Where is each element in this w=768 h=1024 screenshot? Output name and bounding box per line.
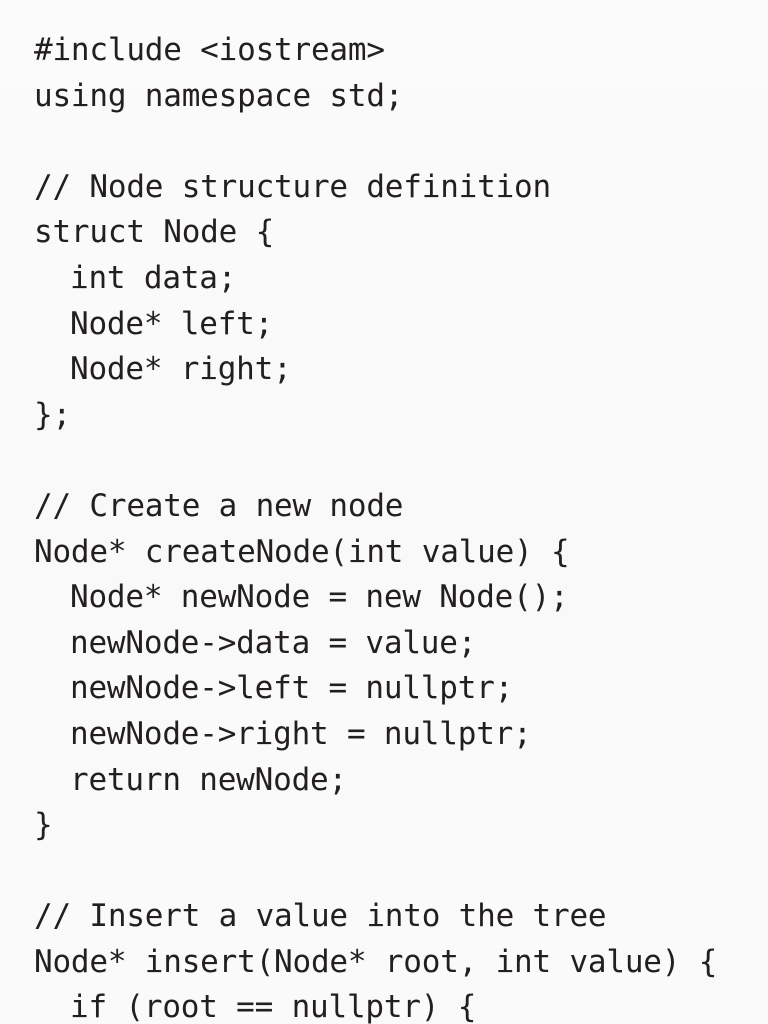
code-line: using namespace std;	[34, 77, 404, 114]
code-line: Node* insert(Node* root, int value) {	[34, 943, 718, 980]
code-block: #include <iostream> using namespace std; /…	[0, 28, 768, 1024]
code-line: newNode->data = value;	[70, 624, 477, 661]
code-line: int data;	[70, 259, 237, 296]
code-line: // Node structure definition	[34, 168, 551, 205]
code-line: Node* right;	[70, 351, 292, 388]
code-line: newNode->left = nullptr;	[70, 670, 514, 707]
code-line: };	[34, 396, 71, 433]
code-line: }	[34, 807, 53, 844]
code-line: // Insert a value into the tree	[34, 898, 607, 935]
code-line: if (root == nullptr) {	[70, 989, 477, 1024]
code-line: return newNode;	[70, 761, 347, 798]
code-blank-line	[34, 849, 768, 895]
code-line: Node* left;	[70, 305, 274, 342]
code-line: struct Node {	[34, 214, 275, 251]
code-line: newNode->right = nullptr;	[70, 715, 532, 752]
code-line: Node* newNode = new Node();	[70, 579, 569, 616]
code-line: // Create a new node	[34, 487, 404, 524]
code-blank-line	[34, 119, 768, 165]
code-line: #include <iostream>	[34, 32, 385, 68]
code-line: Node* createNode(int value) {	[34, 533, 570, 570]
code-blank-line	[34, 438, 768, 484]
